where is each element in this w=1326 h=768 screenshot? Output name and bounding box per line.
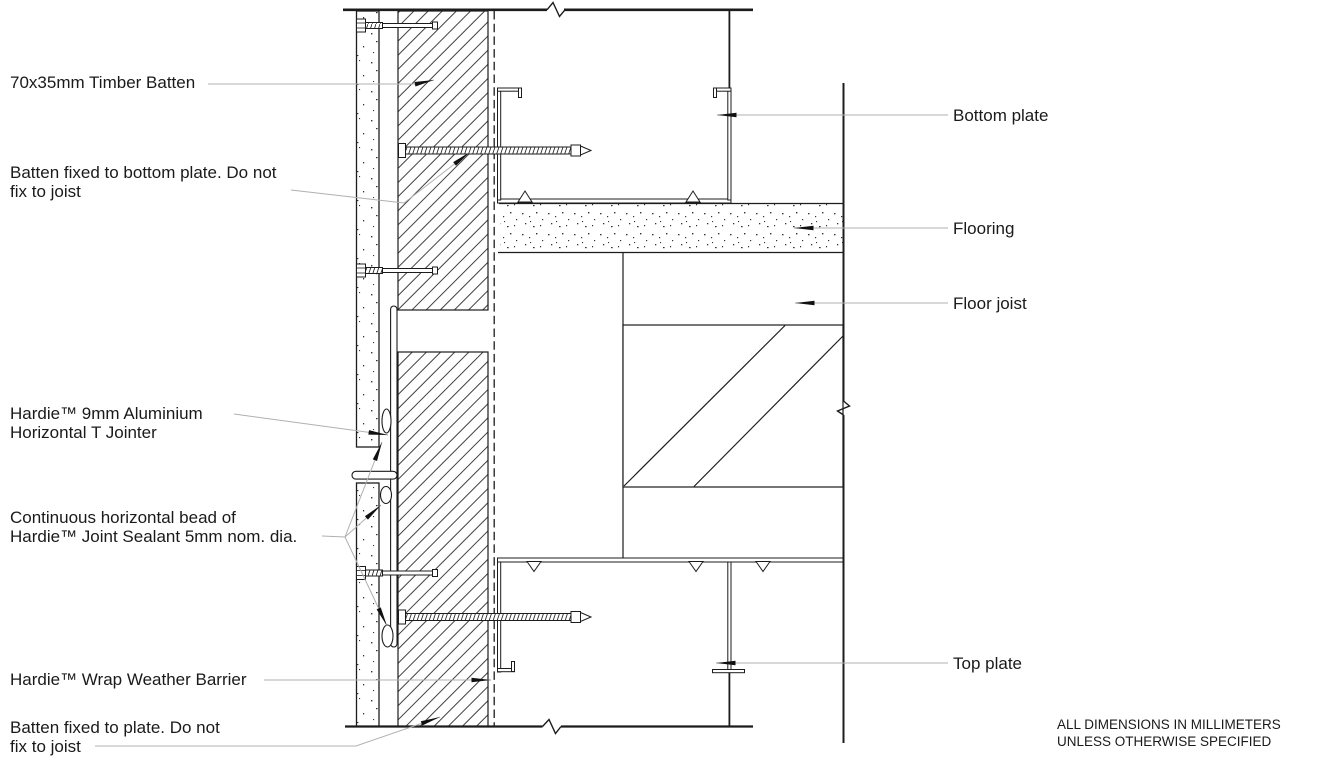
batten-fixing-screw — [398, 609, 593, 625]
leader-batten-fixed-plate — [95, 716, 441, 747]
leader-batten-fixed-bottom — [290, 151, 471, 204]
note-line: UNLESS OTHERWISE SPECIFIED — [1057, 734, 1272, 749]
label-floor-joist: Floor joist — [953, 294, 1027, 313]
break-mark-icon — [546, 1, 566, 18]
leader-sealant-branch — [344, 504, 382, 538]
label-line: Floor joist — [953, 294, 1027, 313]
label-line: Batten fixed to bottom plate. Do not — [10, 163, 277, 182]
label-weather-barrier: Hardie™ Wrap Weather Barrier — [10, 670, 247, 689]
timber-batten-upper — [397, 10, 489, 311]
label-line: Flooring — [953, 219, 1015, 238]
label-line: fix to joist — [10, 182, 81, 201]
flooring-slab — [498, 202, 843, 254]
label-line: 70x35mm Timber Batten — [10, 73, 196, 92]
swage-notch-icon — [517, 190, 533, 203]
leader-timber-batten — [208, 79, 435, 87]
label-line: Hardie™ 9mm Aluminium — [10, 404, 203, 423]
label-line: Continuous horizontal bead of — [10, 508, 236, 527]
label-line: Horizontal T Jointer — [10, 423, 157, 442]
floor-joist — [622, 252, 844, 558]
timber-batten-lower — [397, 351, 489, 728]
label-line: Batten fixed to plate. Do not — [10, 718, 220, 737]
label-line: fix to joist — [10, 737, 81, 756]
swage-notch-icon — [755, 561, 771, 573]
break-mark-icon — [836, 400, 851, 416]
t-jointer-tongue — [351, 470, 398, 480]
bottom-plate-section — [497, 10, 732, 204]
cladding-screw — [356, 263, 438, 278]
screw-tip — [580, 145, 593, 156]
leader-sealant-branch — [344, 441, 383, 538]
swage-notch-icon — [526, 561, 542, 573]
swage-notch-icon — [688, 561, 704, 573]
sealant-beads — [379, 408, 394, 648]
top-plate-web — [497, 557, 844, 563]
sealant-bead — [381, 624, 394, 648]
label-line: Bottom plate — [953, 106, 1049, 125]
cladding-sheet-lower — [355, 482, 380, 728]
right-boundary-line — [836, 83, 851, 743]
leader-t-jointer — [233, 413, 389, 436]
top-plate-flange-right — [727, 561, 732, 671]
label-batten-fixed-bottom: Batten fixed to bottom plate. Do not fix… — [10, 163, 277, 201]
top-plate-section — [497, 557, 844, 726]
label-bottom-plate: Bottom plate — [953, 106, 1048, 125]
cladding-screw — [356, 566, 438, 580]
label-line: Hardie™ Joint Sealant 5mm nom. dia. — [10, 527, 298, 546]
label-line: Top plate — [953, 654, 1022, 673]
label-batten-fixed-plate: Batten fixed to plate. Do not fix to joi… — [10, 718, 220, 756]
swage-notch-icon — [685, 190, 701, 203]
label-timber-batten: 70x35mm Timber Batten — [10, 73, 195, 92]
note-line: ALL DIMENSIONS IN MILLIMETERS — [1057, 717, 1281, 732]
cladding-screw — [356, 18, 438, 33]
cladding-sheet-upper — [355, 10, 380, 448]
dimensions-note: ALL DIMENSIONS IN MILLIMETERS UNLESS OTH… — [1057, 716, 1281, 750]
leader-lines — [95, 79, 948, 747]
label-t-jointer: Hardie™ 9mm Aluminium Horizontal T Joint… — [10, 404, 203, 442]
sealant-bead — [379, 485, 393, 505]
label-sealant: Continuous horizontal bead of Hardie™ Jo… — [10, 508, 297, 546]
top-cut-line — [343, 1, 753, 18]
bottom-plate-flange-right — [727, 87, 732, 201]
top-plate-lip-right — [712, 669, 745, 674]
screw-tip — [580, 611, 593, 623]
bottom-plate-lip-left — [497, 87, 522, 92]
sealant-bead — [381, 408, 392, 434]
label-line: Hardie™ Wrap Weather Barrier — [10, 670, 247, 689]
bottom-cut-line — [345, 718, 753, 735]
joist-blocking-section — [622, 324, 844, 488]
bottom-plate-web — [497, 198, 732, 204]
break-mark-icon — [541, 718, 562, 735]
label-flooring: Flooring — [953, 219, 1014, 238]
leader-sealant-stem — [321, 535, 346, 538]
leader-sealant-branch — [344, 536, 388, 627]
aluminium-t-jointer — [351, 305, 398, 648]
label-top-plate: Top plate — [953, 654, 1022, 673]
bottom-plate-flange-left — [497, 87, 502, 201]
batten-fixing-screw — [398, 143, 593, 158]
